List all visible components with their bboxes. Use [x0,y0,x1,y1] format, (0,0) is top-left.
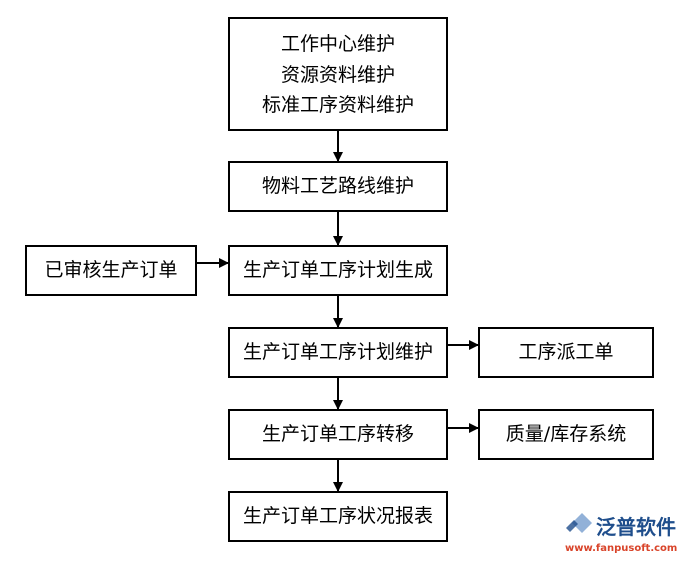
node-dispatch-label: 工序派工单 [518,341,613,363]
node-routing: 物料工艺路线维护 [228,161,448,212]
node-maintenance-line-1: 工作中心维护 [281,33,395,55]
logo-url: www.fanpusoft.com [565,543,677,554]
node-approved-orders-label: 已审核生产订单 [44,259,177,281]
node-report: 生产订单工序状况报表 [228,491,448,542]
node-quality-stock-label: 质量/库存系统 [506,423,626,445]
node-maintenance-line-3: 标准工序资料维护 [262,94,414,116]
logo-name: 泛普软件 [596,515,676,539]
node-plan-generate-label: 生产订单工序计划生成 [243,259,433,281]
node-maintenance-line-2: 资源资料维护 [281,64,395,86]
node-routing-label: 物料工艺路线维护 [262,175,414,197]
node-approved-orders: 已审核生产订单 [25,245,197,296]
node-quality-stock: 质量/库存系统 [478,409,654,460]
node-transfer: 生产订单工序转移 [228,409,448,460]
node-transfer-label: 生产订单工序转移 [262,423,414,445]
node-plan-maintain-label: 生产订单工序计划维护 [243,341,433,363]
node-plan-maintain: 生产订单工序计划维护 [228,327,448,378]
node-maintenance: 工作中心维护 资源资料维护 标准工序资料维护 [228,17,448,131]
watermark-logo: 泛普软件 www.fanpusoft.com [565,513,677,554]
node-plan-generate: 生产订单工序计划生成 [228,245,448,296]
node-dispatch: 工序派工单 [478,327,654,378]
logo-icon [572,513,592,533]
node-report-label: 生产订单工序状况报表 [243,505,433,527]
